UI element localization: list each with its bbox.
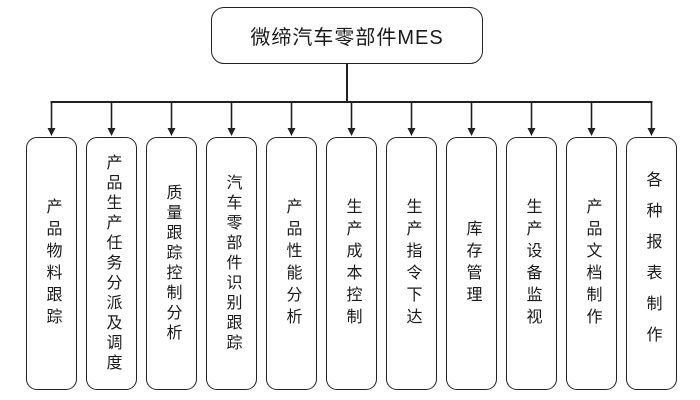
diagram-node-production-cost-control: 生产成本控制 [326,137,377,390]
node-label: 生产指令下达 [403,197,421,330]
diagram-node-equipment-monitoring: 生产设备监视 [506,137,557,390]
diagram-node-task-dispatch-scheduling: 产品生产任务分派及调度 [86,137,137,390]
diagram-node-production-order-issue: 生产指令下达 [386,137,437,390]
node-label: 产品文档制作 [583,197,601,330]
node-label: 质量跟踪控制分析 [163,183,181,344]
diagram-node-product-material-tracking: 产品物料跟踪 [26,137,77,390]
node-label: 产品生产任务分派及调度 [103,153,121,374]
diagram-node-inventory-management: 库存管理 [446,137,497,390]
node-label: 生产成本控制 [343,197,361,330]
diagram-node-product-performance-analysis: 产品性能分析 [266,137,317,390]
root-node: 微缔汽车零部件MES [211,7,483,64]
diagram-node-auto-parts-id-tracking: 汽车零部件识别跟踪 [206,137,257,390]
diagram-node-quality-tracking-analysis: 质量跟踪控制分析 [146,137,197,390]
diagram-node-product-document-creation: 产品文档制作 [566,137,617,390]
node-label: 产品性能分析 [283,197,301,330]
node-label: 汽车零部件识别跟踪 [223,173,241,354]
node-label: 库存管理 [463,219,481,308]
node-label: 产品物料跟踪 [43,197,61,330]
diagram-node-report-creation: 各种报表制作 [626,137,677,390]
node-label: 生产设备监视 [523,197,541,330]
root-node-label: 微缔汽车零部件MES [250,27,444,49]
node-label: 各种报表制作 [643,170,661,357]
